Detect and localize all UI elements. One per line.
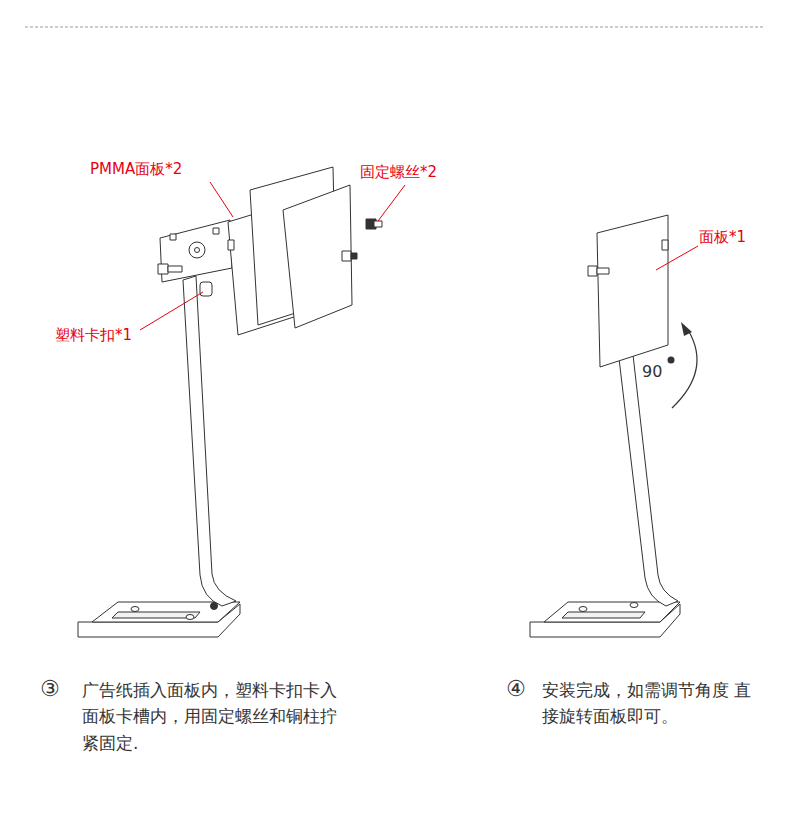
part-label: 面板*1 bbox=[699, 226, 779, 249]
step-text: 广告纸插入面板内，塑料卡扣卡入 面板卡槽内，用固定螺丝和铜柱拧 紧固定. bbox=[82, 677, 357, 756]
step-number: ④ bbox=[506, 672, 536, 706]
degree-dot bbox=[668, 357, 675, 364]
part-label: PMMA面板*2 bbox=[90, 158, 230, 181]
step-text: 安装完成，如需调节角度 直接旋转面板即可。 bbox=[542, 677, 762, 730]
part-label: 塑料卡扣*1 bbox=[55, 324, 175, 347]
arrow-head bbox=[681, 322, 692, 336]
rotation-arrow bbox=[672, 330, 697, 408]
step-number: ③ bbox=[40, 672, 70, 706]
right-stand bbox=[530, 215, 680, 637]
part-label: 固定螺丝*2 bbox=[360, 161, 480, 184]
angle-label: 90 bbox=[642, 360, 672, 385]
leader-lines bbox=[140, 182, 698, 330]
divider-line bbox=[25, 27, 765, 28]
left-stand bbox=[78, 167, 382, 637]
